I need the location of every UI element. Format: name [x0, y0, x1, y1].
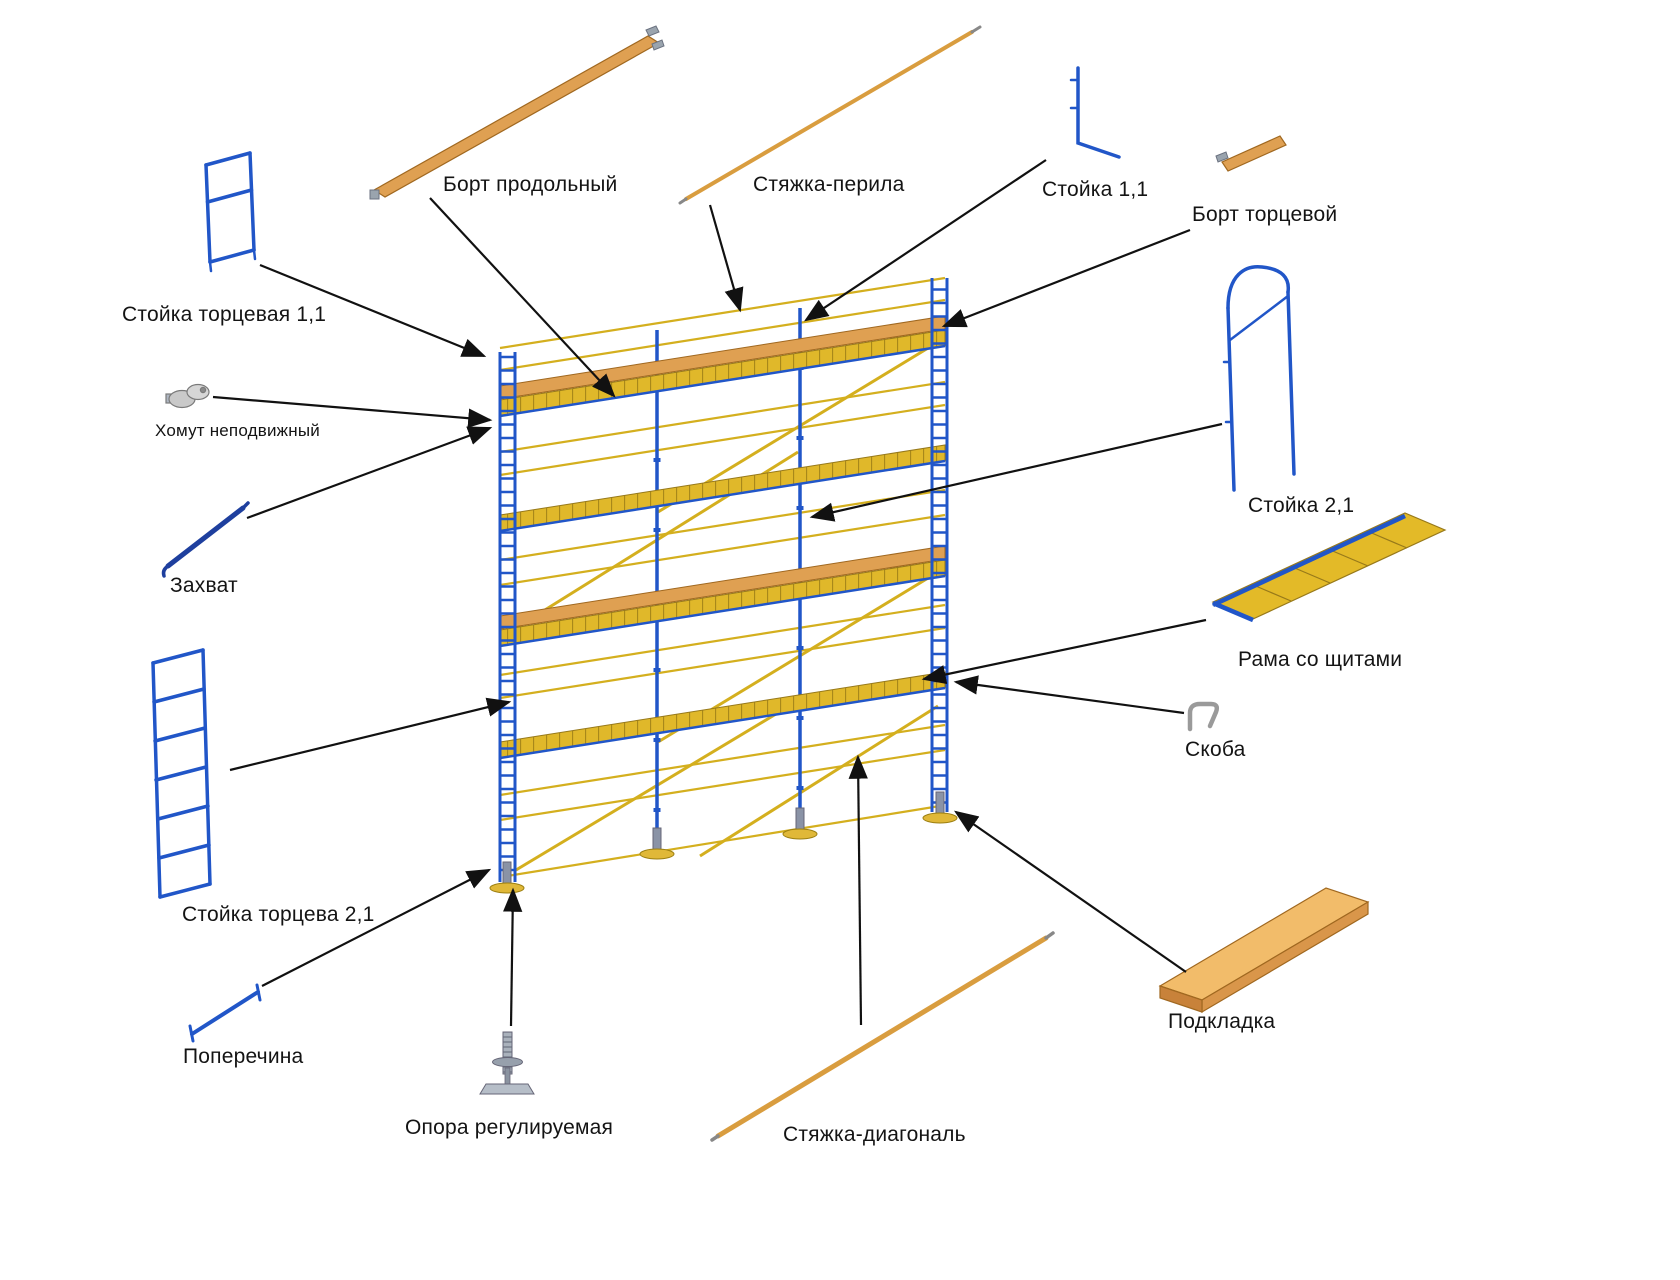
label-stoyka-11: Стойка 1,1: [1042, 178, 1149, 201]
label-stoyka-torcevaya-11: Стойка торцевая 1,1: [122, 303, 327, 326]
arrow-skoba: [953, 675, 1185, 715]
arrow-stoyka-torceva-21: [229, 697, 512, 772]
part-skoba: [1187, 701, 1220, 732]
arrow-stoyka-11: [803, 159, 1047, 322]
part-styazhka-diagonal: [710, 931, 1055, 1142]
arrow-bort-torcevoy: [941, 228, 1191, 328]
part-opora-reguliruemaya: [479, 1031, 535, 1095]
part-stoyka-21: [1222, 265, 1296, 492]
arrow-bort-prodolny: [429, 197, 616, 398]
arrow-styazhka-perila: [708, 204, 744, 313]
label-rama-so-schitami: Рама со щитами: [1238, 648, 1403, 671]
arrow-homut: [212, 395, 493, 428]
label-skoba: Скоба: [1185, 738, 1246, 761]
arrow-podkladka: [954, 810, 1187, 973]
label-bort-prodolny: Борт продольный: [443, 173, 618, 196]
part-stoyka-torceva-21: [151, 648, 212, 899]
arrow-stoyka-21: [809, 422, 1223, 522]
arrow-opora: [503, 887, 523, 1027]
part-stoyka-11: [1069, 66, 1121, 159]
label-styazhka-diagonal: Стяжка-диагональ: [783, 1123, 966, 1146]
scaffold-middle-posts: [653, 308, 804, 848]
label-stoyka-21: Стойка 2,1: [1248, 494, 1355, 517]
part-bort-prodolny: [369, 25, 665, 200]
label-bort-torcevoy: Борт торцевой: [1192, 203, 1338, 226]
part-podkladka: [1158, 887, 1370, 1014]
label-podkladka: Подкладка: [1168, 1010, 1276, 1033]
arrow-styazhka-diagonal: [848, 754, 868, 1026]
part-poperechina: [188, 983, 262, 1043]
label-stoyka-torceva-21: Стойка торцева 2,1: [182, 903, 375, 926]
arrow-poperechina: [261, 868, 492, 987]
arrow-stoyka-torcevaya-11: [259, 263, 487, 358]
arrow-rama-so-schitami: [921, 618, 1207, 685]
label-styazhka-perila: Стяжка-перила: [753, 173, 905, 196]
part-rama-so-schitami: [1211, 512, 1447, 623]
part-stoyka-torcevaya-11: [204, 151, 257, 273]
leader-arrows: [212, 159, 1223, 1027]
label-zahvat: Захват: [170, 574, 238, 597]
part-homut-nepodvizhny: [165, 383, 210, 409]
arrow-zahvat: [246, 426, 493, 520]
part-zahvat: [161, 501, 250, 578]
part-styazhka-perila: [678, 25, 982, 205]
label-opora-reguliruemaya: Опора регулируемая: [405, 1116, 614, 1139]
label-poperechina: Поперечина: [183, 1045, 304, 1068]
label-homut-nepodvizhny: Хомут неподвижный: [155, 421, 320, 440]
part-bort-torcevoy: [1215, 135, 1287, 172]
